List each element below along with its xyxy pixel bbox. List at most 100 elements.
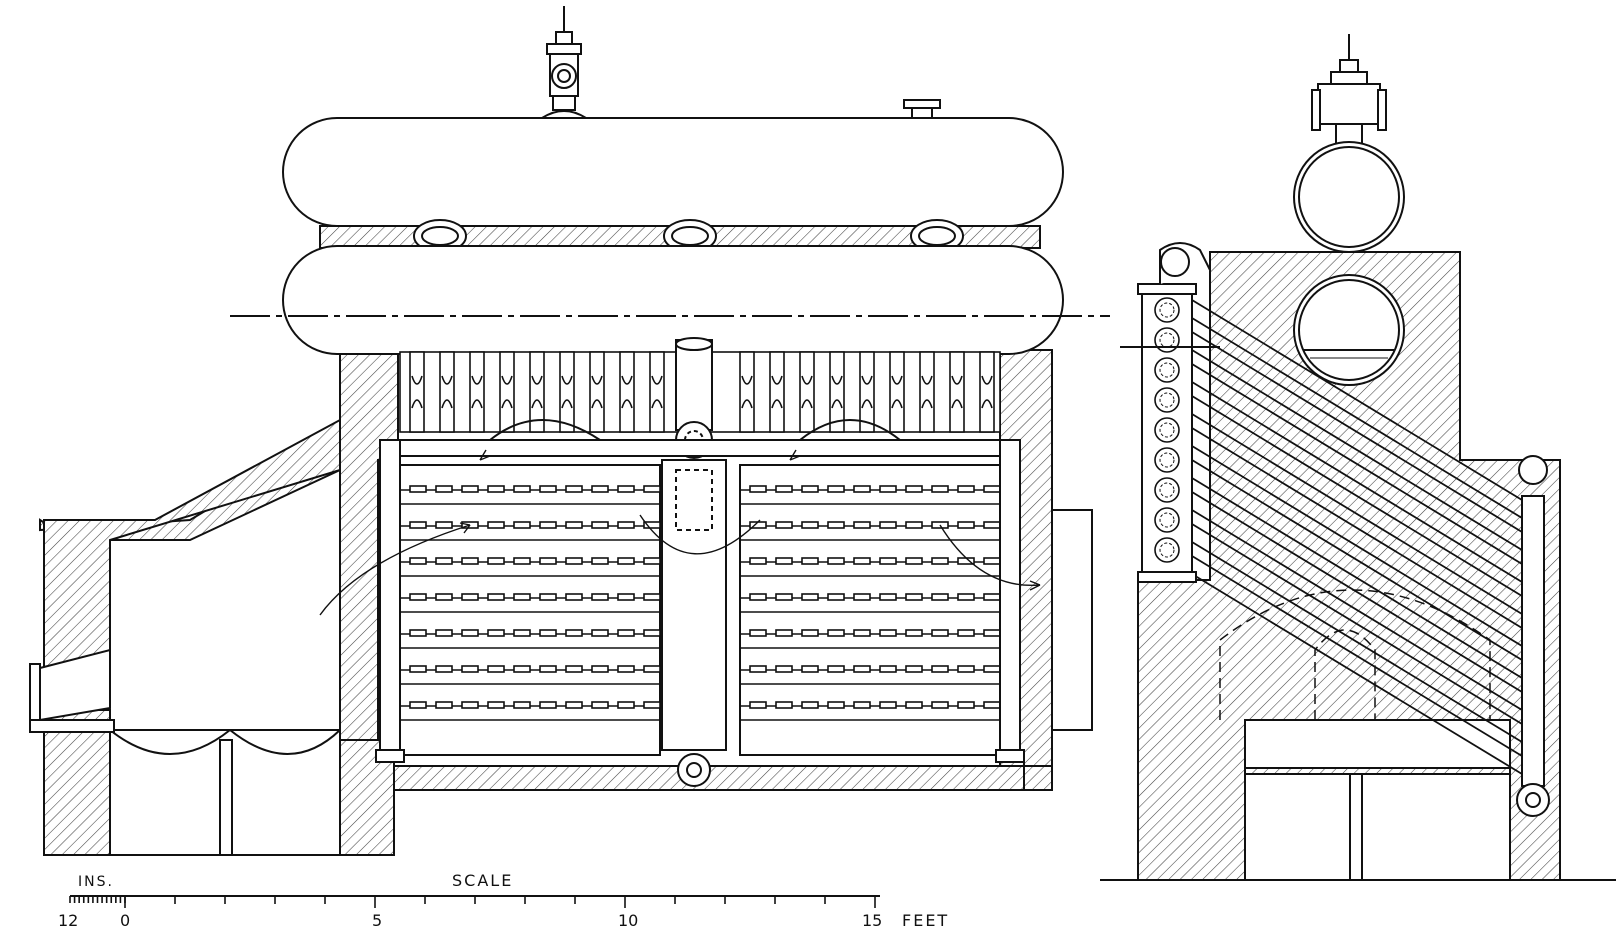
baffle-block	[591, 485, 609, 493]
baffle-block	[643, 701, 661, 709]
stand-pipe-waist	[561, 375, 573, 409]
baffle-block	[879, 485, 897, 493]
baffle-block	[487, 557, 505, 565]
baffle-block	[775, 521, 793, 529]
inclined-tube	[1191, 477, 1523, 679]
baffle-block	[617, 629, 635, 637]
baffle-block	[775, 629, 793, 637]
baffle-block	[617, 665, 635, 673]
inclined-tube	[1191, 555, 1523, 757]
baffle-block	[957, 701, 975, 709]
scale-tick-10: 10	[618, 911, 638, 930]
baffle-block	[957, 593, 975, 601]
baffle-block	[435, 485, 453, 493]
baffle-block	[905, 557, 923, 565]
baffle-block	[565, 557, 583, 565]
stand-pipe-waist	[501, 375, 513, 409]
tube-end-inner	[1159, 452, 1175, 468]
baffle-block	[775, 593, 793, 601]
baffle-block	[513, 629, 531, 637]
baffle-block	[513, 521, 531, 529]
stand-pipe-waist	[861, 375, 873, 409]
baffle-block	[409, 557, 427, 565]
tube-end	[1154, 537, 1180, 563]
stand-pipe	[919, 351, 935, 433]
tube-end-inner	[1159, 512, 1175, 528]
stand-pipe	[439, 351, 455, 433]
baffle-block	[565, 593, 583, 601]
baffle-block	[513, 593, 531, 601]
steam-valve-cross	[1311, 34, 1387, 147]
cross-rear-header	[1521, 495, 1545, 787]
scale-tick-5: 5	[372, 911, 382, 930]
baffle-block	[409, 593, 427, 601]
tube-end	[1154, 297, 1180, 323]
tube-end	[1154, 447, 1180, 473]
stand-pipe-waist	[801, 375, 813, 409]
baffle-block	[749, 665, 767, 673]
baffle-block	[461, 593, 479, 601]
tube-end-inner	[1159, 392, 1175, 408]
baffle-block	[435, 557, 453, 565]
stand-pipe	[769, 351, 785, 433]
baffle-block	[461, 665, 479, 673]
stand-pipe	[589, 351, 605, 433]
stand-pipe	[889, 351, 905, 433]
inclined-tube	[1191, 491, 1523, 693]
stand-pipe-waist	[741, 375, 753, 409]
baffle-block	[853, 521, 871, 529]
baffle-block	[983, 557, 1001, 565]
baffle-block	[775, 665, 793, 673]
inclined-tube	[1191, 331, 1523, 533]
scale-title: SCALE	[452, 871, 513, 890]
baffle-block	[513, 665, 531, 673]
baffle-block	[591, 557, 609, 565]
cross-lower-drum	[1293, 274, 1405, 386]
baffle-block	[617, 593, 635, 601]
inclined-tube	[1191, 395, 1523, 597]
baffle-block	[853, 485, 871, 493]
baffle-block	[957, 665, 975, 673]
baffle-block	[643, 485, 661, 493]
tube-end-inner	[1159, 422, 1175, 438]
stand-pipe-waist	[891, 375, 903, 409]
baffle-block	[539, 701, 557, 709]
baffle-block	[643, 557, 661, 565]
baffle-block	[827, 521, 845, 529]
stand-pipe	[799, 351, 815, 433]
stand-pipe-waist	[771, 375, 783, 409]
baffle-block	[461, 701, 479, 709]
baffle-block	[879, 701, 897, 709]
baffle-block	[565, 701, 583, 709]
baffle-block	[879, 557, 897, 565]
inclined-tube	[1191, 459, 1523, 661]
baffle-block	[801, 557, 819, 565]
baffle-block	[749, 629, 767, 637]
inclined-tube	[1191, 413, 1523, 615]
baffle-block	[879, 521, 897, 529]
baffle-block	[931, 557, 949, 565]
baffle-block	[827, 629, 845, 637]
inclined-tube	[1191, 317, 1523, 519]
baffle-block	[749, 593, 767, 601]
tube-end-inner	[1159, 482, 1175, 498]
baffle-block	[539, 593, 557, 601]
steam-valve	[541, 6, 587, 119]
baffle-block	[879, 665, 897, 673]
stand-pipe	[499, 351, 515, 433]
baffle-block	[487, 701, 505, 709]
baffle-block	[879, 593, 897, 601]
baffle-block	[591, 521, 609, 529]
baffle-block	[435, 629, 453, 637]
baffle-block	[801, 665, 819, 673]
baffle-block	[539, 521, 557, 529]
baffle-block	[749, 701, 767, 709]
baffle-block	[409, 485, 427, 493]
baffle-block	[591, 701, 609, 709]
baffle-block	[983, 485, 1001, 493]
stand-pipe	[619, 351, 635, 433]
baffle-block	[513, 701, 531, 709]
baffle-block	[957, 521, 975, 529]
baffle-block	[565, 485, 583, 493]
